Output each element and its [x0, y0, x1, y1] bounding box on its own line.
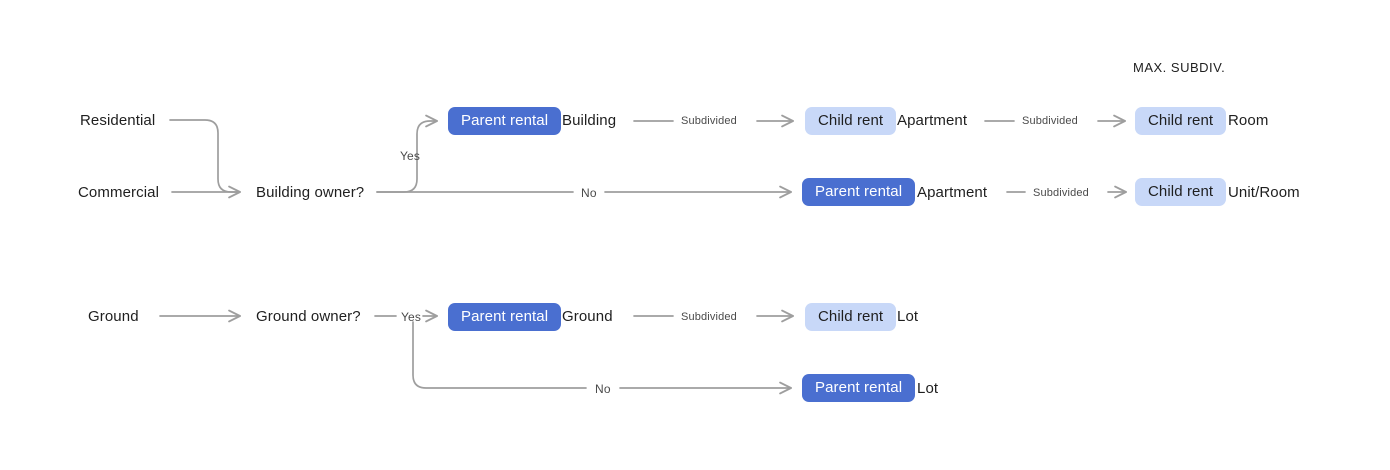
node-ground[interactable]: Ground	[88, 308, 139, 325]
node-child-rent-room[interactable]: Child rent	[1135, 107, 1227, 135]
node-building-owner-decision[interactable]: Building owner?	[256, 184, 365, 201]
node-label-apartment: Apartment	[897, 112, 968, 129]
edge-label-no-ground: No	[595, 382, 611, 396]
edge-label-subdivided-2: Subdivided	[1022, 115, 1078, 127]
pill-parent-rental: Parent rental	[802, 178, 916, 206]
node-label-lot-2: Lot	[917, 380, 939, 397]
node-residential[interactable]: Residential	[80, 112, 156, 129]
pill-child-rent: Child rent	[805, 107, 897, 135]
node-child-rent-apartment[interactable]: Child rent	[805, 107, 897, 135]
pill-parent-rental: Parent rental	[802, 374, 916, 402]
edge-residential-to-building-owner	[169, 119, 239, 193]
edge-label-no-building: No	[581, 186, 597, 200]
node-ground-owner-decision[interactable]: Ground owner?	[256, 308, 361, 325]
edge-label-yes-ground: Yes	[401, 310, 422, 324]
node-child-rent-lot[interactable]: Child rent	[805, 303, 897, 331]
edge-label-subdivided-3: Subdivided	[1033, 187, 1089, 199]
node-label-ground: Ground	[562, 308, 613, 325]
node-label-unit-room: Unit/Room	[1228, 184, 1300, 201]
column-heading-max-subdiv: MAX. SUBDIV.	[1133, 60, 1226, 75]
node-label-room: Room	[1228, 112, 1269, 129]
node-parent-rental-lot[interactable]: Parent rental	[802, 374, 916, 402]
node-label-building: Building	[562, 112, 617, 129]
node-parent-rental-building[interactable]: Parent rental	[448, 107, 562, 135]
pill-parent-rental: Parent rental	[448, 107, 562, 135]
pill-child-rent: Child rent	[1135, 107, 1227, 135]
edge-label-yes-building: Yes	[400, 149, 421, 163]
pill-parent-rental: Parent rental	[448, 303, 562, 331]
edge-label-subdivided-1: Subdivided	[681, 115, 737, 127]
node-child-rent-unit-room[interactable]: Child rent	[1135, 178, 1227, 206]
pill-child-rent: Child rent	[805, 303, 897, 331]
pill-child-rent: Child rent	[1135, 178, 1227, 206]
node-label-apartment-2: Apartment	[917, 184, 988, 201]
node-label-lot: Lot	[897, 308, 919, 325]
node-parent-rental-apartment[interactable]: Parent rental	[802, 178, 916, 206]
node-parent-rental-ground[interactable]: Parent rental	[448, 303, 562, 331]
edge-ground-owner-no-left	[412, 321, 587, 389]
node-commercial[interactable]: Commercial	[78, 184, 160, 201]
edge-label-subdivided-4: Subdivided	[681, 311, 737, 323]
